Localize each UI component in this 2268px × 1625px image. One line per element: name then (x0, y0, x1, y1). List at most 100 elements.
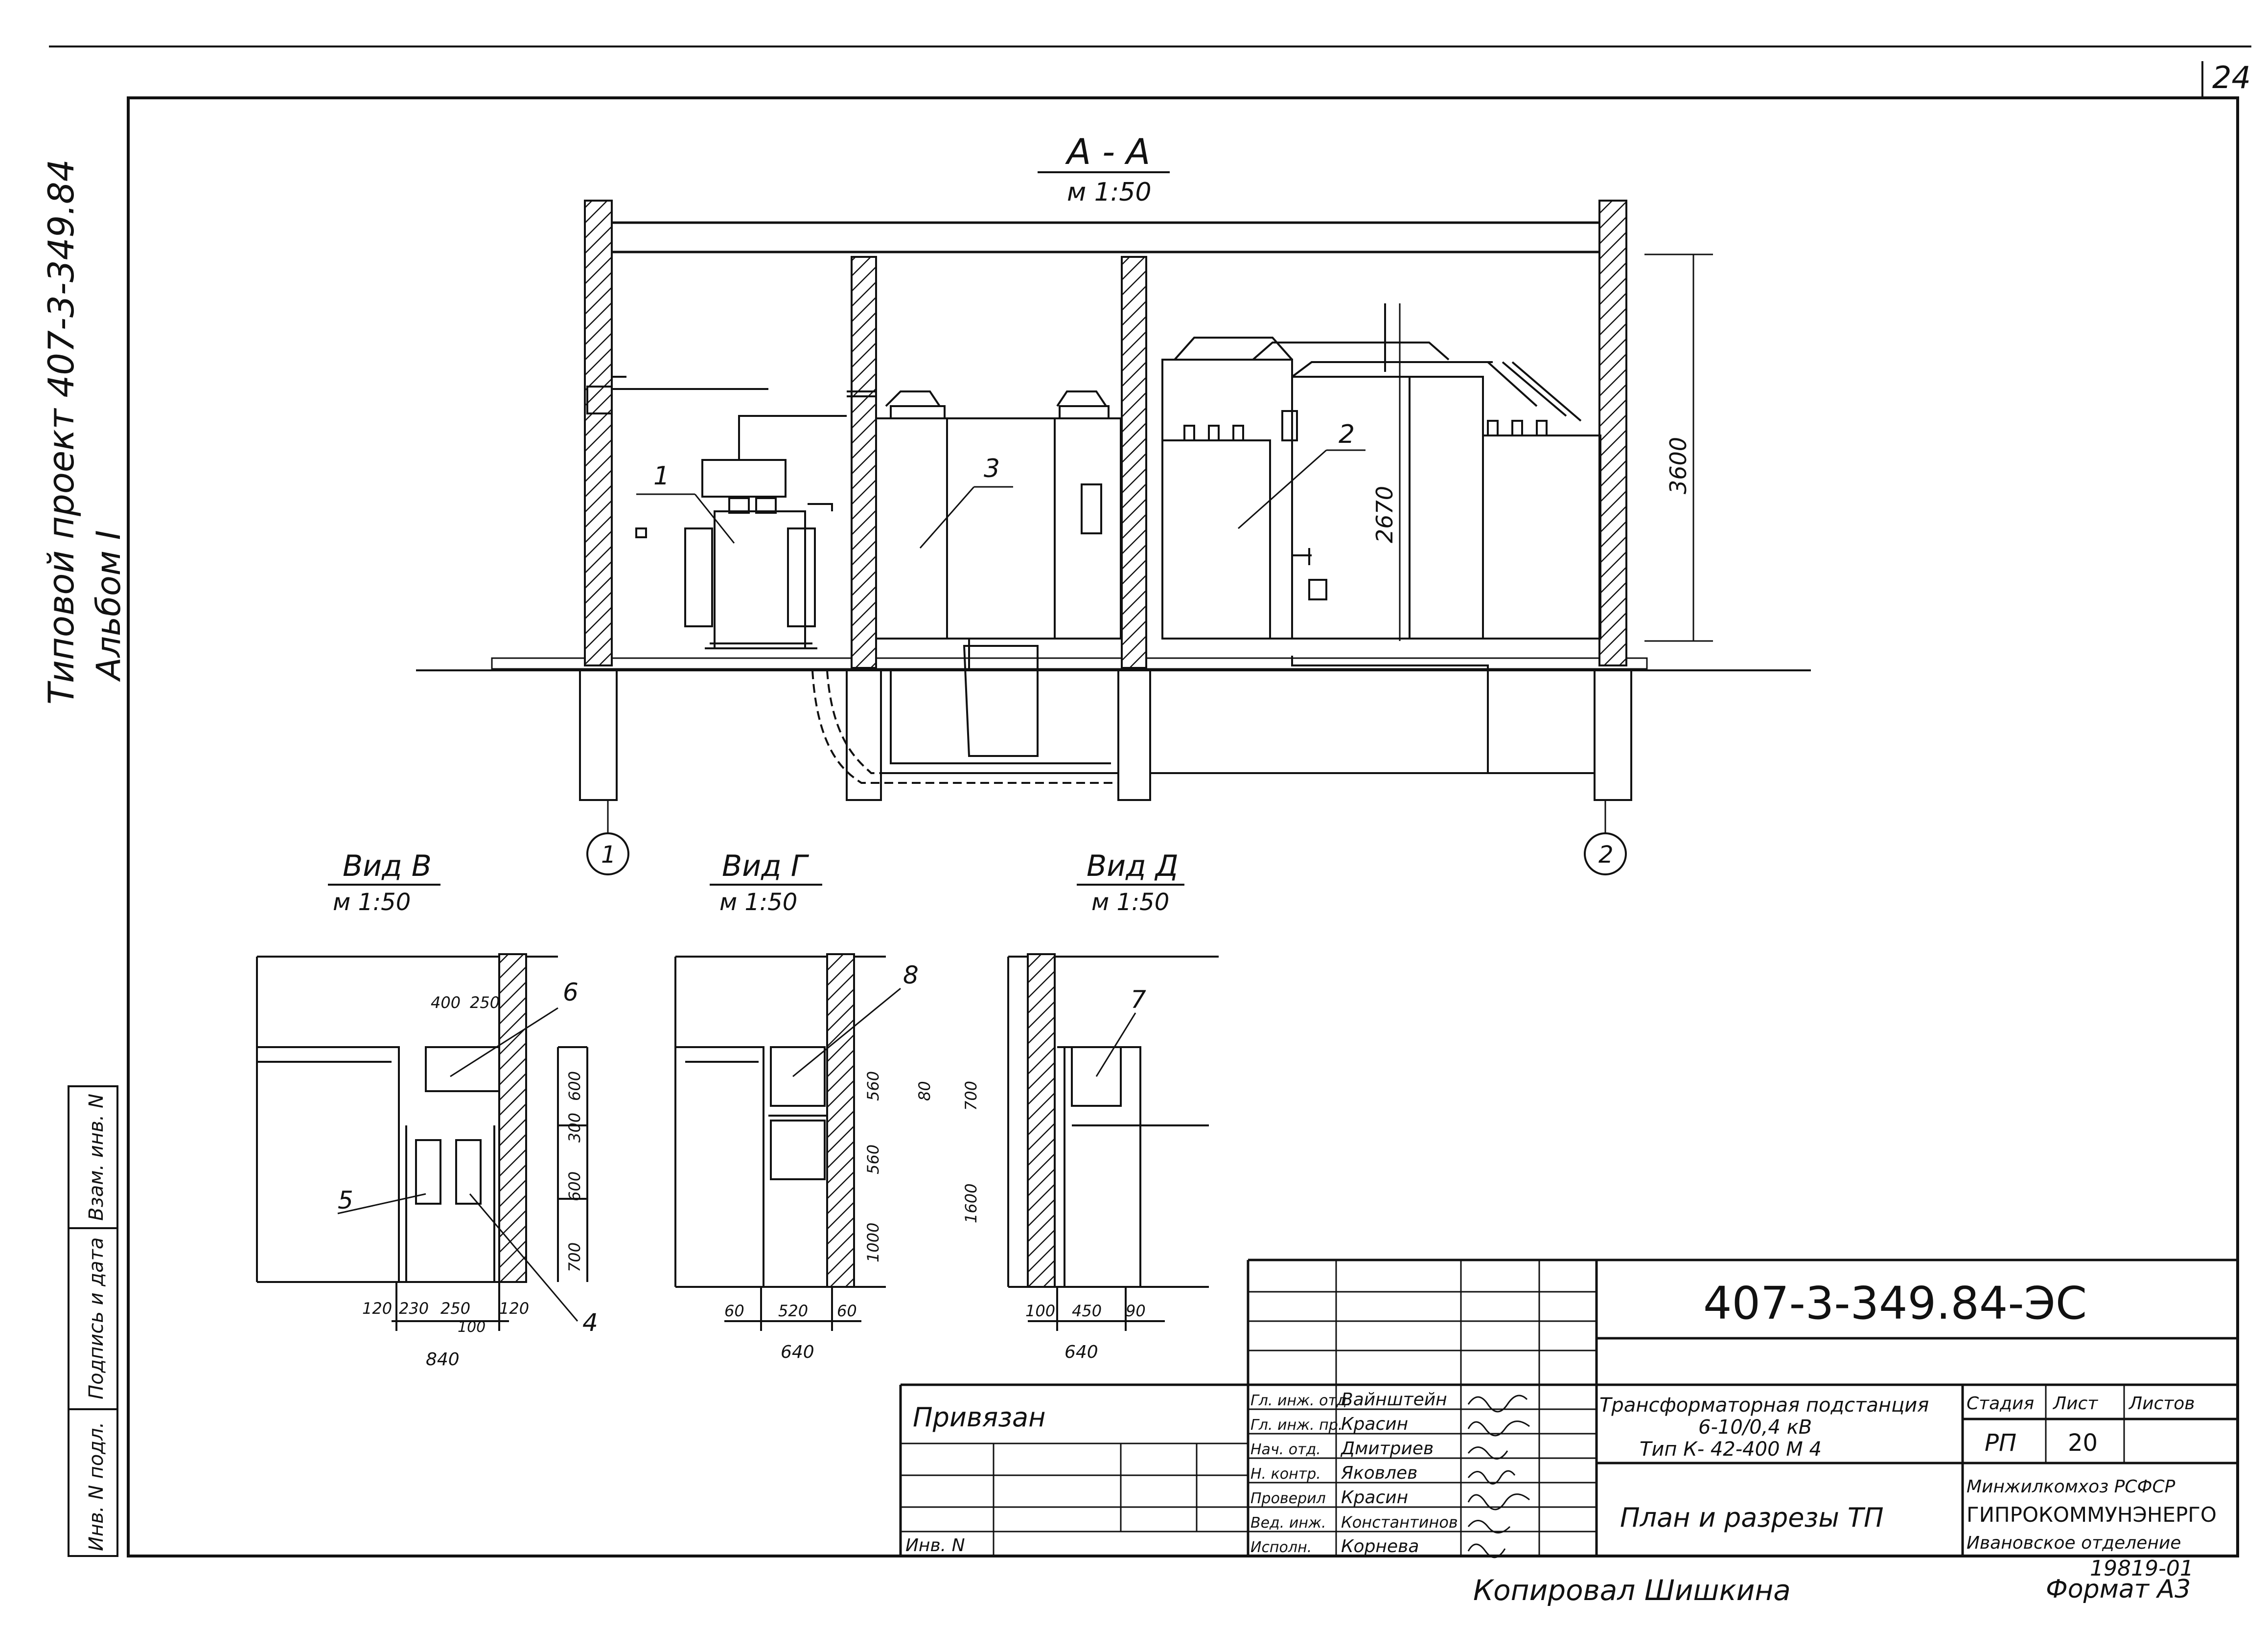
format-label: Формат А3 (2046, 1575, 2191, 1604)
sheet-value: 20 (2068, 1429, 2098, 1457)
view-v-side-dim-4: 700 (565, 1242, 584, 1272)
view-v-sub-dim: 100 (458, 1319, 486, 1336)
view-d: Вид Д м 1:50 7 700 1600 100 450 90 640 (962, 849, 1219, 1362)
side-col-inv: Инв. N подл. (85, 1422, 108, 1551)
doc-code: 407-3-349.84-ЭС (1703, 1277, 2087, 1329)
side-col-replace: Взам. инв. N (85, 1094, 108, 1221)
inner-wall-1 (851, 256, 877, 669)
view-d-side-dim-1: 700 (962, 1081, 980, 1111)
view-g-total: 640 (781, 1342, 814, 1362)
view-g-wall (826, 953, 855, 1288)
copied-by: Копировал Шишкина (1473, 1574, 1791, 1607)
view-g-side-dim-3: 560 (864, 1144, 882, 1174)
role-3: Нач. отд. (1250, 1441, 1321, 1458)
outer-wall-left (584, 200, 613, 666)
dim-3600: 3600 (1665, 437, 1691, 494)
view-v-bottom-dim-3: 250 (440, 1299, 470, 1318)
name-4: Яковлев (1341, 1463, 1417, 1483)
role-4: Н. контр. (1250, 1465, 1321, 1483)
view-g-side-dim-2: 80 (915, 1081, 934, 1101)
object-title-1: Трансформаторная подстанция (1599, 1394, 1929, 1417)
view-v-callout-4: 4 (582, 1308, 598, 1337)
view-v-callout-6: 6 (563, 978, 579, 1007)
callout-1: 1 (653, 461, 670, 491)
sheet-label: Лист (2052, 1394, 2098, 1414)
sheets-label: Листов (2128, 1394, 2195, 1414)
view-d-title: Вид Д (1087, 849, 1179, 883)
inner-wall-2 (1121, 256, 1147, 669)
view-g-bottom-dim-3: 60 (837, 1302, 857, 1320)
view-v-bottom-dim-1: 120 (362, 1299, 392, 1318)
view-v-top-dim-1: 400 (431, 993, 461, 1012)
view-v-side-dim-2: 300 (565, 1113, 584, 1143)
callout-2: 2 (1339, 420, 1355, 449)
role-6: Вед. инж. (1250, 1514, 1326, 1532)
view-g-side-dim-1: 560 (864, 1071, 882, 1101)
view-v-side-dim-1: 600 (565, 1071, 584, 1101)
side-binding: Типовой проект 407-3-349.84 Альбом I Инв… (41, 159, 128, 1557)
view-d-bottom-dim-1: 100 (1025, 1302, 1055, 1320)
name-6: Константинов (1341, 1513, 1458, 1532)
view-d-scale: м 1:50 (1091, 889, 1169, 916)
role-2: Гл. инж. пр. (1250, 1417, 1342, 1434)
archive-number: 19819-01 (2090, 1556, 2194, 1581)
view-v-title: Вид В (343, 849, 432, 883)
view-d-wall (1027, 953, 1056, 1288)
inv-label: Инв. N (905, 1535, 965, 1556)
view-v-scale: м 1:50 (333, 889, 411, 916)
callout-3: 3 (984, 454, 1000, 483)
view-v-wall (498, 953, 527, 1283)
org-2: ГИПРОКОММУНЭНЕРГО (1967, 1503, 2217, 1527)
view-d-bottom-dim-3: 90 (1126, 1302, 1146, 1320)
view-v: Вид В м 1:50 6 5 4 400 250 600 300 600 7… (256, 849, 598, 1370)
view-g-bottom-dim-1: 60 (724, 1302, 744, 1320)
view-d-bottom-dim-2: 450 (1072, 1302, 1102, 1320)
view-d-side-dim-2: 1600 (962, 1184, 980, 1223)
view-d-total: 640 (1065, 1342, 1098, 1362)
sheet-number: 24 (2212, 60, 2251, 95)
view-g-title: Вид Г (722, 849, 810, 883)
section-scale: м 1:50 (1067, 178, 1152, 207)
view-v-bottom-dim-4: 120 (499, 1299, 529, 1318)
sheet-title: План и разрезы ТП (1620, 1502, 1884, 1533)
view-g-scale: м 1:50 (719, 889, 797, 916)
title-block: 407-3-349.84-ЭС Привязан Инв. N Гл. инж.… (899, 1259, 2238, 1558)
view-g-bottom-dim-2: 520 (778, 1302, 808, 1320)
privyazan-label: Привязан (913, 1402, 1045, 1433)
view-v-side-dim-3: 600 (565, 1171, 584, 1201)
signatures (1467, 1395, 1530, 1558)
role-1: Гл. инж. отд. (1250, 1392, 1351, 1409)
view-g-callout-8: 8 (903, 961, 919, 989)
name-3: Дмитриев (1340, 1439, 1434, 1459)
view-g: Вид Г м 1:50 8 560 80 560 1000 60 520 60… (674, 849, 934, 1362)
view-v-top-dim-2: 250 (470, 993, 500, 1012)
stage-value: РП (1985, 1429, 2016, 1457)
axis-1: 1 (601, 841, 616, 869)
side-album-label: Альбом I (90, 530, 128, 682)
dim-2670: 2670 (1371, 486, 1398, 543)
name-5: Красин (1341, 1488, 1408, 1508)
object-title-3: Тип К- 42-400 М 4 (1640, 1438, 1822, 1461)
role-7: Исполн. (1250, 1539, 1312, 1556)
side-col-sign: Подпись и дата (85, 1237, 108, 1399)
object-title-2: 6-10/0,4 кВ (1698, 1416, 1812, 1439)
role-5: Проверил (1250, 1490, 1326, 1507)
sheet-frame (49, 46, 2251, 1557)
name-1: Вайнштейн (1341, 1390, 1447, 1410)
section-title: А - А (1065, 131, 1150, 172)
name-7: Корнева (1341, 1536, 1419, 1556)
org-3: Ивановское отделение (1967, 1533, 2181, 1553)
org-1: Минжилкомхоз РСФСР (1967, 1477, 2175, 1497)
view-v-bottom-dim-2: 230 (399, 1299, 429, 1318)
name-2: Красин (1341, 1414, 1408, 1434)
side-project-label: Типовой проект 407-3-349.84 (41, 159, 82, 705)
outer-wall-right (1598, 200, 1627, 666)
stage-label: Стадия (1967, 1394, 2034, 1414)
view-v-total: 840 (426, 1350, 460, 1370)
section-a-a: А - А м 1:50 (416, 131, 1811, 875)
view-d-callout-7: 7 (1131, 985, 1146, 1014)
axis-2: 2 (1598, 841, 1614, 869)
view-g-side-dim-4: 1000 (864, 1223, 882, 1262)
view-v-callout-5: 5 (338, 1186, 353, 1214)
